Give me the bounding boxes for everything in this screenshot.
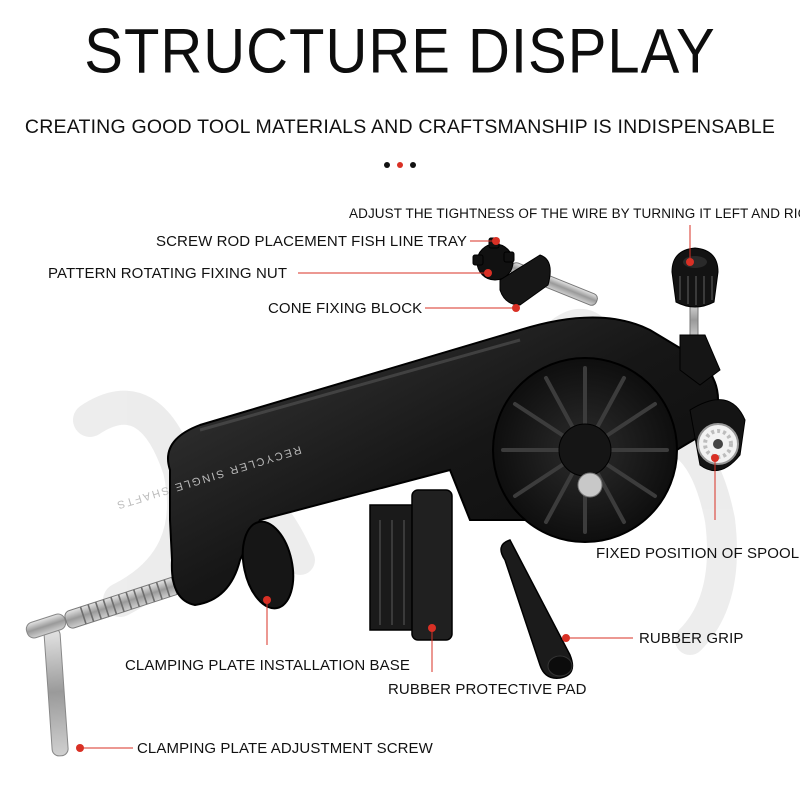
page-title: STRUCTURE DISPLAY	[84, 16, 716, 87]
dot-adjust-screw	[76, 744, 84, 752]
clamping-plate	[241, 520, 295, 610]
dot-screw-rod	[492, 237, 500, 245]
dot-cone-block	[512, 304, 520, 312]
spool-wheel	[492, 357, 678, 543]
callout-dots	[76, 237, 719, 752]
protective-pad	[369, 489, 453, 641]
divider-dot	[410, 162, 416, 168]
callout-pattern-nut: PATTERN ROTATING FIXING NUT	[48, 265, 288, 282]
callout-adjust-tightness: ADJUST THE TIGHTNESS OF THE WIRE BY TURN…	[349, 206, 800, 221]
fixing-nut	[472, 237, 515, 281]
page-subtitle: CREATING GOOD TOOL MATERIALS AND CRAFTSM…	[24, 116, 776, 138]
cone-block	[499, 254, 551, 306]
callout-cone-block: CONE FIXING BLOCK	[268, 300, 423, 317]
spool-gear	[689, 399, 746, 472]
callout-adjust-screw: CLAMPING PLATE ADJUSTMENT SCREW	[137, 740, 433, 757]
dot-adjust-tightness	[686, 258, 694, 266]
divider-dot-accent	[397, 162, 403, 168]
callout-screw-rod: SCREW ROD PLACEMENT FISH LINE TRAY	[156, 233, 467, 250]
rubber-grip	[500, 539, 574, 679]
dot-rubber-grip	[562, 634, 570, 642]
dot-spool-position	[711, 454, 719, 462]
callout-protective-pad: RUBBER PROTECTIVE PAD	[388, 681, 587, 698]
callout-clamp-base: CLAMPING PLATE INSTALLATION BASE	[125, 657, 410, 674]
dot-pattern-nut	[484, 269, 492, 277]
callout-rubber-grip: RUBBER GRIP	[639, 630, 744, 647]
callout-spool-position: FIXED POSITION OF SPOOL	[596, 545, 800, 562]
section-divider-dots	[384, 162, 420, 170]
callout-lines	[80, 225, 716, 749]
divider-dot	[384, 162, 390, 168]
dot-protective-pad	[428, 624, 436, 632]
dot-clamp-base	[263, 596, 271, 604]
